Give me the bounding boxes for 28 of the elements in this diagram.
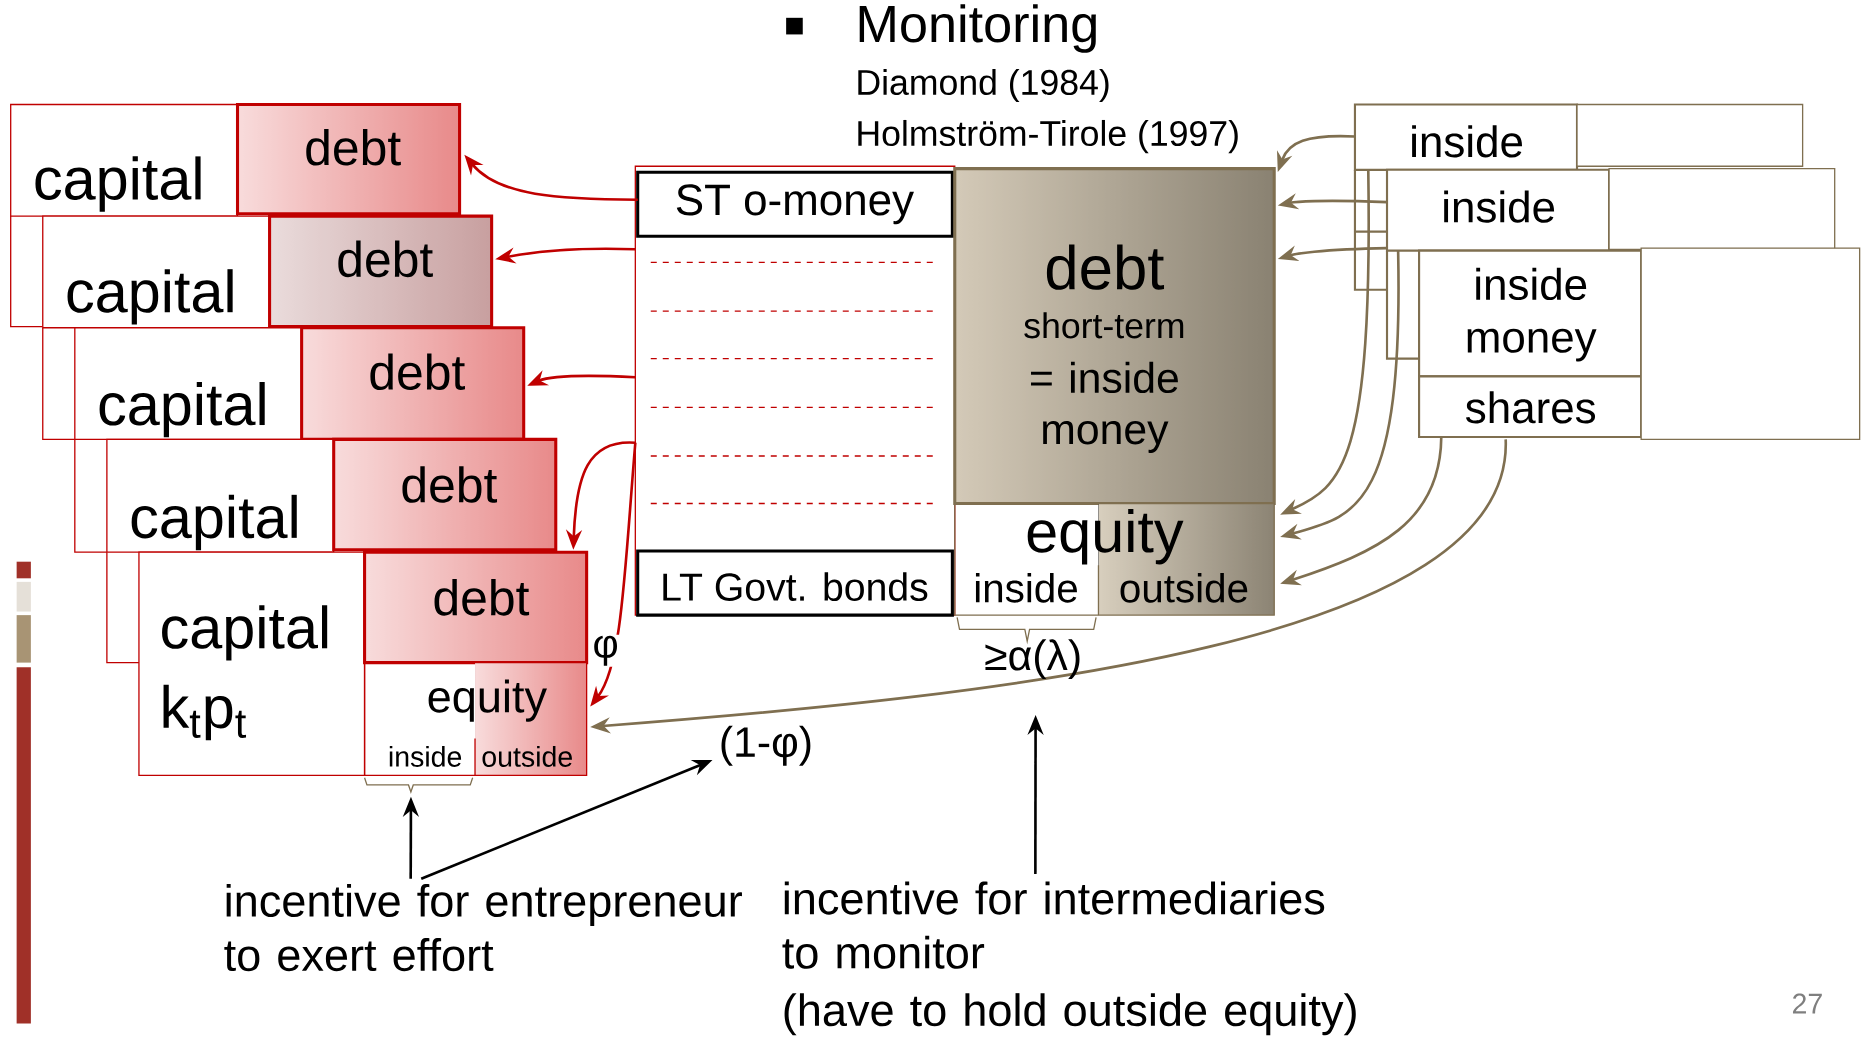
asset-box: LT Govt. bonds — [636, 549, 954, 617]
capital-box: capital — [106, 438, 335, 554]
debt-box: debt — [268, 214, 494, 329]
title: Monitoring — [859, 4, 1096, 54]
equity-part-label: inside — [389, 746, 462, 768]
capital-box: capital — [42, 215, 271, 329]
equity-part-label: outside — [1120, 573, 1248, 603]
page-number: 27 — [1793, 993, 1822, 1014]
equity-part-label: inside — [975, 573, 1077, 603]
capital-box: capital — [74, 327, 303, 441]
empty-box — [1576, 104, 1804, 168]
asset-box: ST o-money — [636, 170, 954, 239]
debt-box: debt — [235, 103, 462, 216]
capital-box: capital — [10, 104, 239, 217]
capital-box: capital k$_{t}$p$_{t}$ — [138, 551, 366, 777]
account-box: inside — [1353, 103, 1579, 172]
annotation-text: incentive for intermediaries to monitor (have to hold outside equity) — [782, 881, 1356, 1036]
reference-text: Holmström-Tirole (1997) — [858, 120, 1238, 154]
brace-label: ≥α(λ) — [985, 639, 1080, 680]
edge-label: φ — [591, 634, 620, 668]
reference-text: Diamond (1984) — [858, 69, 1109, 103]
debt-box: debt — [332, 438, 558, 552]
debt-box: debt — [300, 326, 526, 442]
equity-part-label: outside — [482, 746, 572, 768]
edge-label: (1-φ) — [717, 725, 815, 767]
annotation-text: incentive for entrepreneur to exert effort — [224, 884, 742, 972]
account-box: inside — [1385, 168, 1611, 252]
shares-box: shares — [1418, 375, 1643, 439]
